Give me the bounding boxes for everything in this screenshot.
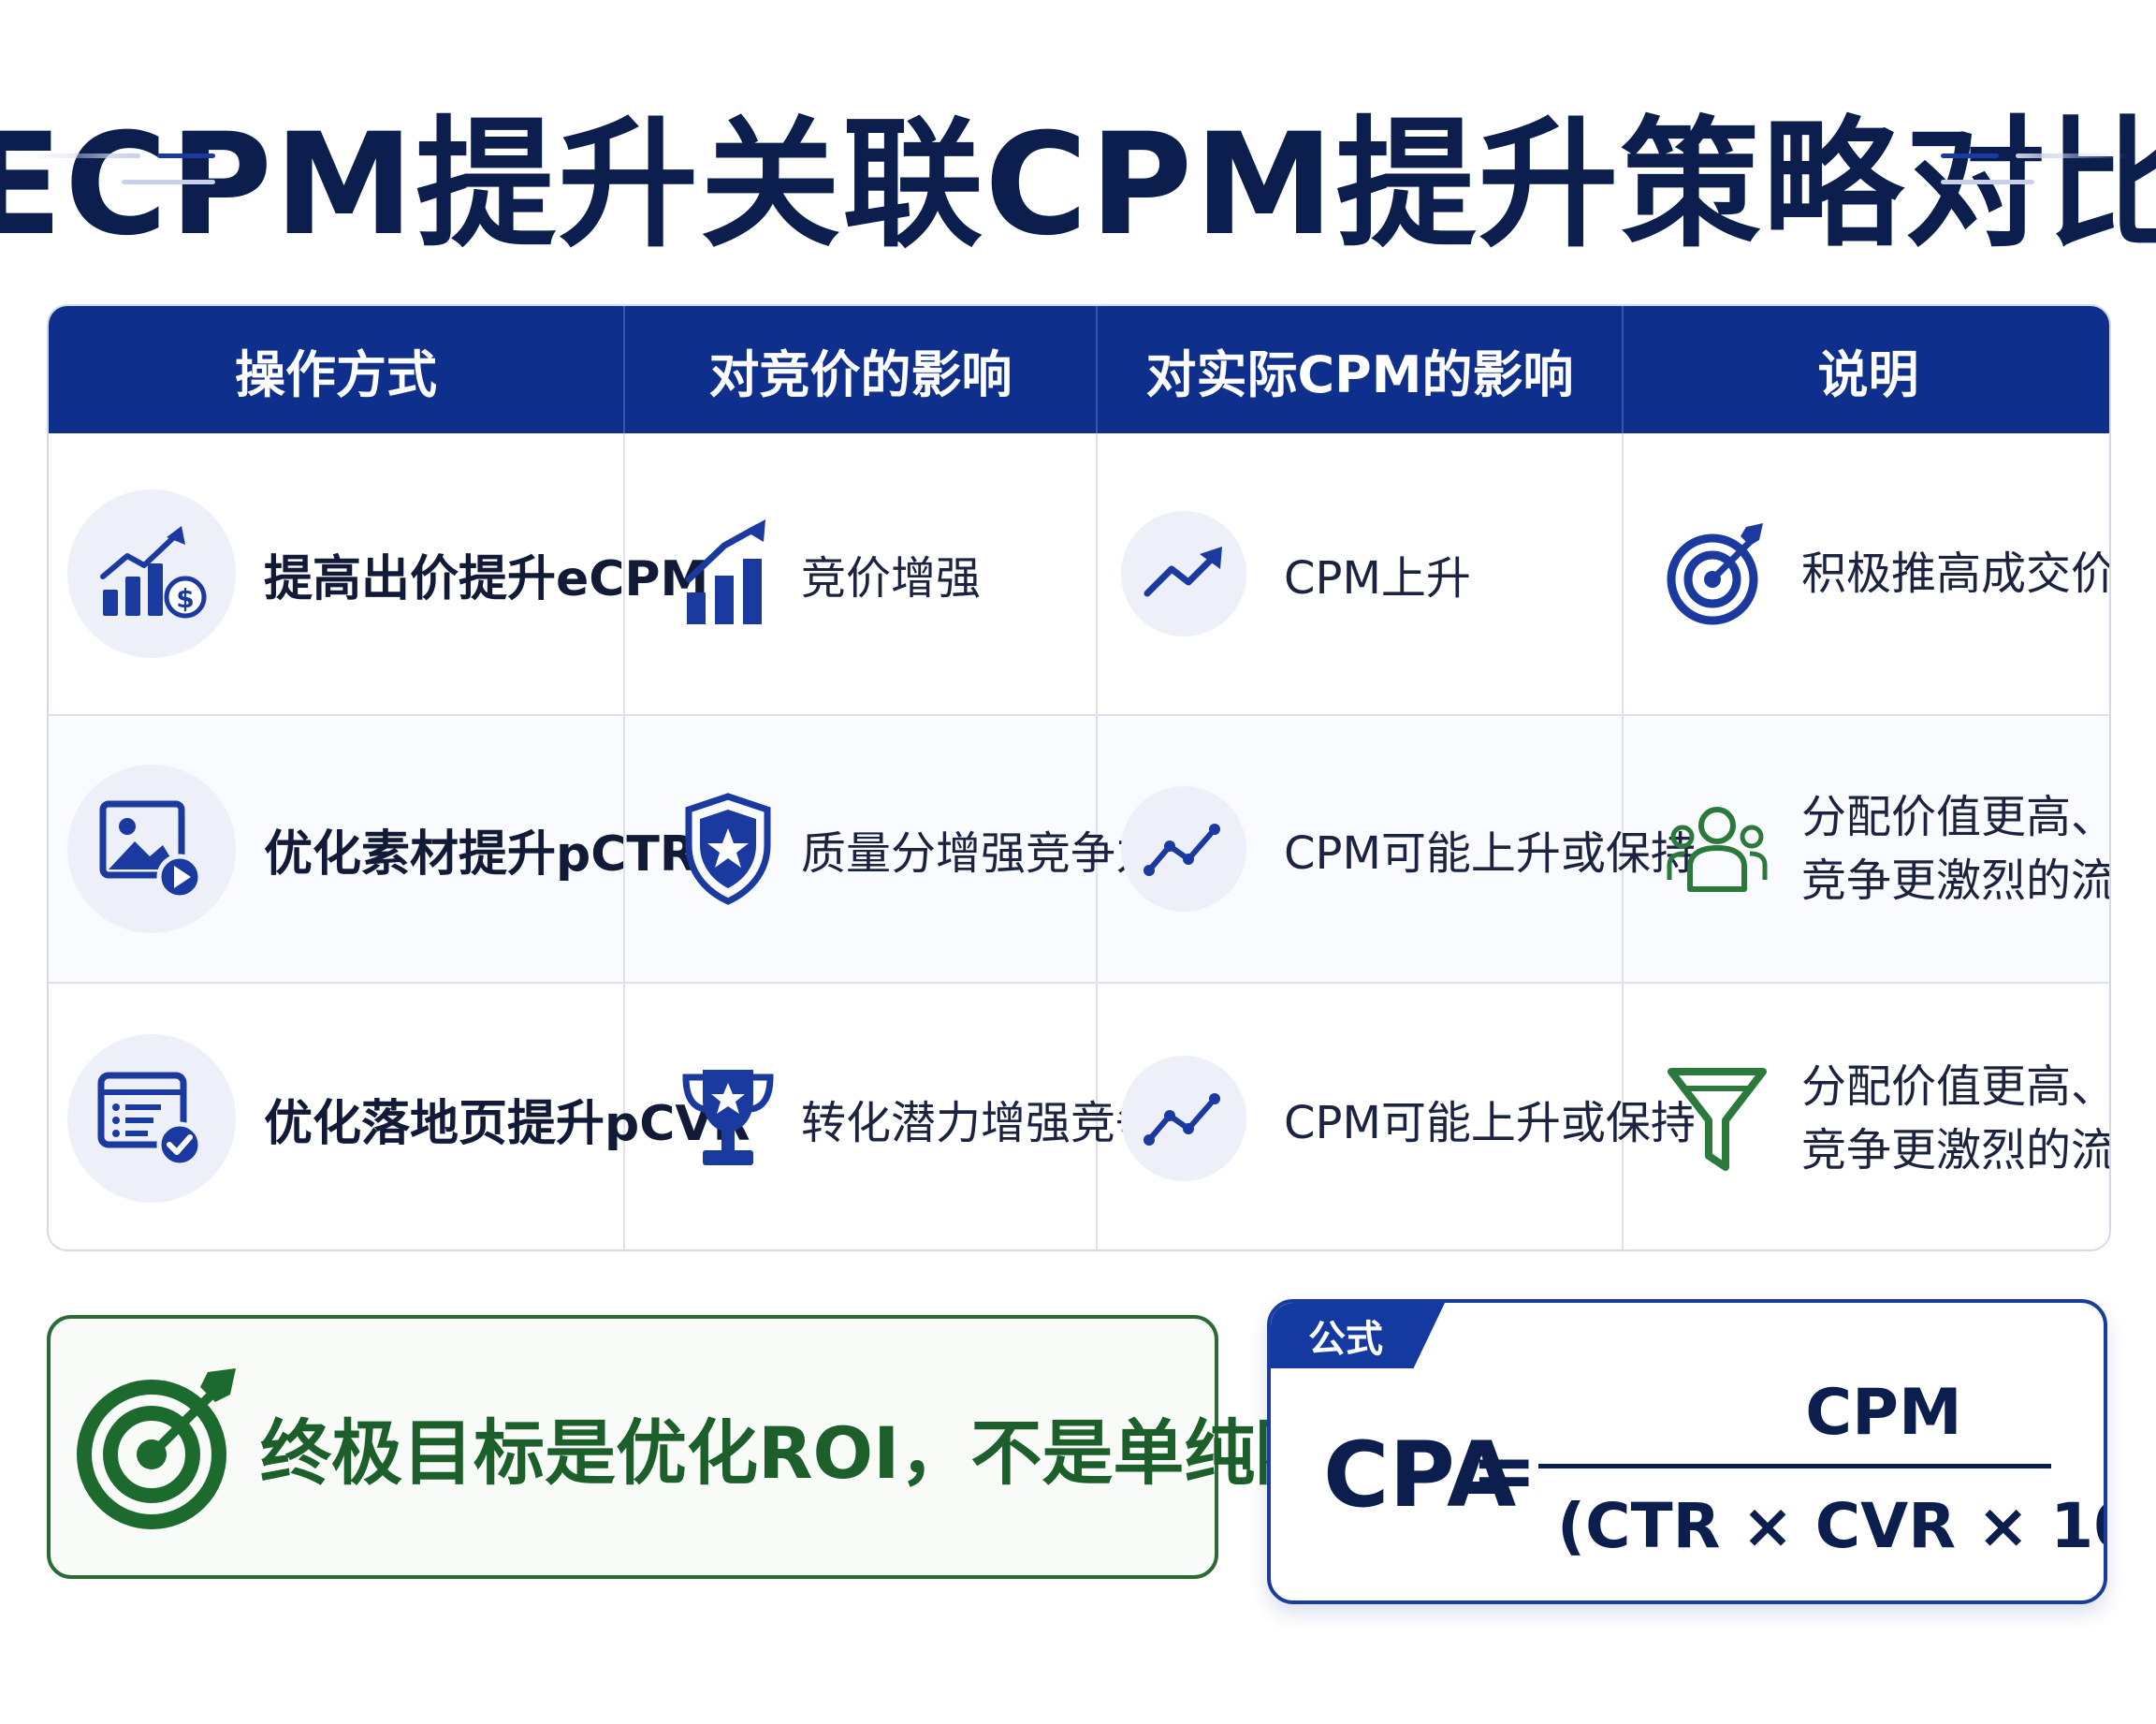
cpm-effect-text: CPM可能上升或保持 (1284, 827, 1696, 880)
target-arrow-icon (77, 1368, 236, 1529)
note-cell: 分配价值更高、 竞争更激烈的流量 (1624, 984, 2111, 1249)
cpm-effect-text: CPM可能上升或保持 (1284, 1097, 1696, 1149)
note-line-1: 分配价值更高、 (1801, 791, 2111, 843)
header-note: 说明 (1817, 344, 1919, 404)
bar-chart-up-icon (672, 513, 784, 635)
formula-denominator: (CTR × CVR × 1000) (1557, 1490, 2104, 1562)
svg-text:$: $ (176, 583, 194, 614)
cpm-effect-cell: CPM可能上升或保持 (1098, 984, 1696, 1249)
method-cell: $ 提高出价提升eCPM (49, 433, 708, 714)
table-header: 操作方式 对竞价的影响 对实际CPM的影响 说明 (49, 306, 2109, 433)
bid-effect-cell: 质量分增强竞争力 (625, 716, 1160, 982)
formula-box: 公式 CPA = CPM (CTR × CVR × 1000) (1267, 1299, 2107, 1604)
note-text: 分配价值更高、 竞争更激烈的流量 (1801, 1055, 2111, 1182)
note-line-1: 积极推高成交价 (1801, 548, 2111, 600)
table-row: 优化素材提升pCTR 质量分增强竞争力 (49, 714, 2109, 982)
note-line-2: 竞争更激烈的流量 (1801, 855, 2109, 907)
cpm-effect-text: CPM上升 (1284, 552, 1471, 605)
formula-lhs: CPA (1323, 1423, 1517, 1527)
trophy-star-icon (672, 1058, 784, 1179)
cpm-effect-cell: CPM可能上升或保持 (1098, 716, 1696, 982)
fraction-bar (1538, 1464, 2051, 1468)
bid-effect-cell: 竞价增强 (625, 433, 1098, 714)
page-check-icon (97, 1072, 203, 1168)
method-text: 优化落地页提升pCVR (264, 1095, 750, 1152)
method-icon-badge (67, 765, 236, 933)
note-line-2: 竞争更激烈的流量 (1801, 1124, 2109, 1176)
cpm-effect-cell: CPM上升 (1098, 433, 1624, 714)
title-bar: ECPM提升关联CPM提升策略对比 (0, 79, 2156, 267)
title-decoration-left (28, 79, 225, 266)
funnel-icon (1661, 1058, 1773, 1179)
comparison-table: 操作方式 对竞价的影响 对实际CPM的影响 说明 $ (47, 304, 2111, 1251)
method-cell: 优化素材提升pCTR (49, 716, 697, 982)
method-cell: 优化落地页提升pCVR (49, 984, 750, 1249)
formula-equals: = (1471, 1424, 1537, 1516)
users-group-icon (1661, 788, 1773, 910)
table-body: $ 提高出价提升eCPM 竞价增强 (49, 433, 2111, 1249)
target-arrow-icon (1661, 513, 1773, 635)
image-play-icon (99, 800, 203, 900)
goal-callout: 终极目标是优化ROI，不是单纯降CPM (47, 1315, 1502, 1579)
method-text: 提高出价提升eCPM (264, 550, 709, 607)
method-icon-badge (67, 1034, 236, 1203)
page-title: ECPM提升关联CPM提升策略对比 (0, 103, 2156, 267)
bid-effect-text: 质量分增强竞争力 (801, 827, 1161, 880)
trend-line-icon (1121, 1056, 1246, 1181)
header-cpm-effect: 对实际CPM的影响 (1098, 306, 1624, 433)
note-line-1: 分配价值更高、 (1801, 1060, 2111, 1113)
bid-effect-cell: 转化潜力增强竞争力 (625, 984, 1205, 1249)
trend-up-icon (1121, 511, 1246, 636)
method-icon-badge: $ (67, 489, 236, 658)
bid-effect-text: 竞价增强 (801, 552, 982, 605)
header-method: 操作方式 (49, 306, 625, 433)
method-text: 优化素材提升pCTR (264, 825, 697, 883)
note-text: 积极推高成交价 (1801, 542, 2111, 606)
note-text: 分配价值更高、 竞争更激烈的流量 (1801, 785, 2111, 913)
table-row: $ 提高出价提升eCPM 竞价增强 (49, 433, 2109, 714)
formula-tag: 公式 (1271, 1303, 1445, 1368)
formula-numerator: CPM (1805, 1376, 1962, 1450)
header-bid-effect: 对竞价的影响 (625, 306, 1098, 433)
chart-dollar-icon: $ (100, 526, 207, 619)
table-row: 优化落地页提升pCVR 转化潜力增强竞争力 (49, 982, 2111, 1249)
shield-star-icon (672, 788, 784, 910)
trend-line-icon (1121, 786, 1246, 912)
note-cell: 分配价值更高、 竞争更激烈的流量 (1624, 716, 2111, 982)
title-decoration-right (1931, 79, 2128, 266)
note-cell: 积极推高成交价 (1624, 433, 2111, 714)
